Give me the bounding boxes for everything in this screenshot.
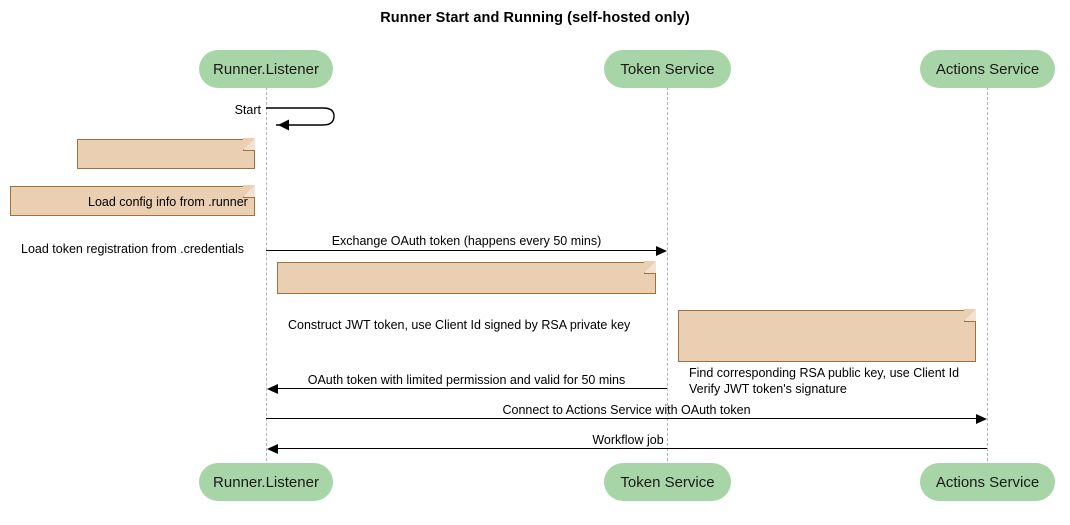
note-fold-icon	[243, 185, 255, 198]
message-workflow-job	[267, 444, 987, 454]
note-text: Construct JWT token, use Client Id signe…	[288, 318, 631, 332]
page-title: Runner Start and Running (self-hosted on…	[380, 10, 690, 26]
message-connect-actions-service	[266, 414, 987, 424]
participant-actions-bottom[interactable]: Actions Service	[920, 463, 1055, 501]
note-text: Find corresponding RSA public key, use C…	[689, 366, 960, 396]
participant-token-bottom[interactable]: Token Service	[604, 463, 731, 501]
participant-token-top[interactable]: Token Service	[604, 50, 731, 88]
note-construct-jwt: Construct JWT token, use Client Id signe…	[277, 261, 656, 332]
message-label-connect-actions-service: Connect to Actions Service with OAuth to…	[502, 403, 751, 417]
message-label-oauth-token-response: OAuth token with limited permission and …	[307, 373, 626, 387]
self-message-loop-start	[266, 103, 346, 133]
message-label-exchange-oauth-token: Exchange OAuth token (happens every 50 m…	[331, 234, 602, 248]
note-load-token-registration: Load token registration from .credential…	[10, 185, 255, 256]
lifeline-actions	[987, 87, 988, 461]
note-verify-jwt-signature: Find corresponding RSA public key, use C…	[678, 309, 976, 396]
arrowhead-left-icon	[267, 384, 278, 394]
participant-actions-top[interactable]: Actions Service	[920, 50, 1055, 88]
participant-label: Actions Service	[935, 60, 1040, 78]
note-text: Load config info from .runner	[88, 195, 248, 209]
participant-label: Token Service	[620, 60, 715, 78]
note-load-config: Load config info from .runner	[77, 138, 255, 209]
participant-runner-bottom[interactable]: Runner.Listener	[199, 463, 333, 501]
participant-runner-top[interactable]: Runner.Listener	[199, 50, 333, 88]
arrowhead-right-icon	[976, 414, 987, 424]
message-oauth-token-response	[267, 384, 667, 394]
message-exchange-oauth-token	[266, 246, 667, 256]
note-text: Load token registration from .credential…	[21, 242, 245, 256]
participant-label: Runner.Listener	[213, 60, 319, 78]
note-fold-icon	[964, 309, 976, 322]
participant-label: Token Service	[620, 473, 715, 491]
message-label-workflow-job: Workflow job	[592, 433, 664, 447]
arrowhead-left-icon	[267, 444, 278, 454]
lifeline-token	[667, 87, 668, 461]
lifeline-runner	[266, 87, 267, 461]
note-fold-icon	[243, 138, 255, 151]
arrowhead-right-icon	[656, 246, 667, 256]
note-fold-icon	[644, 261, 656, 274]
participant-label: Runner.Listener	[213, 473, 319, 491]
self-message-label-start: Start	[234, 103, 261, 117]
participant-label: Actions Service	[935, 473, 1040, 491]
